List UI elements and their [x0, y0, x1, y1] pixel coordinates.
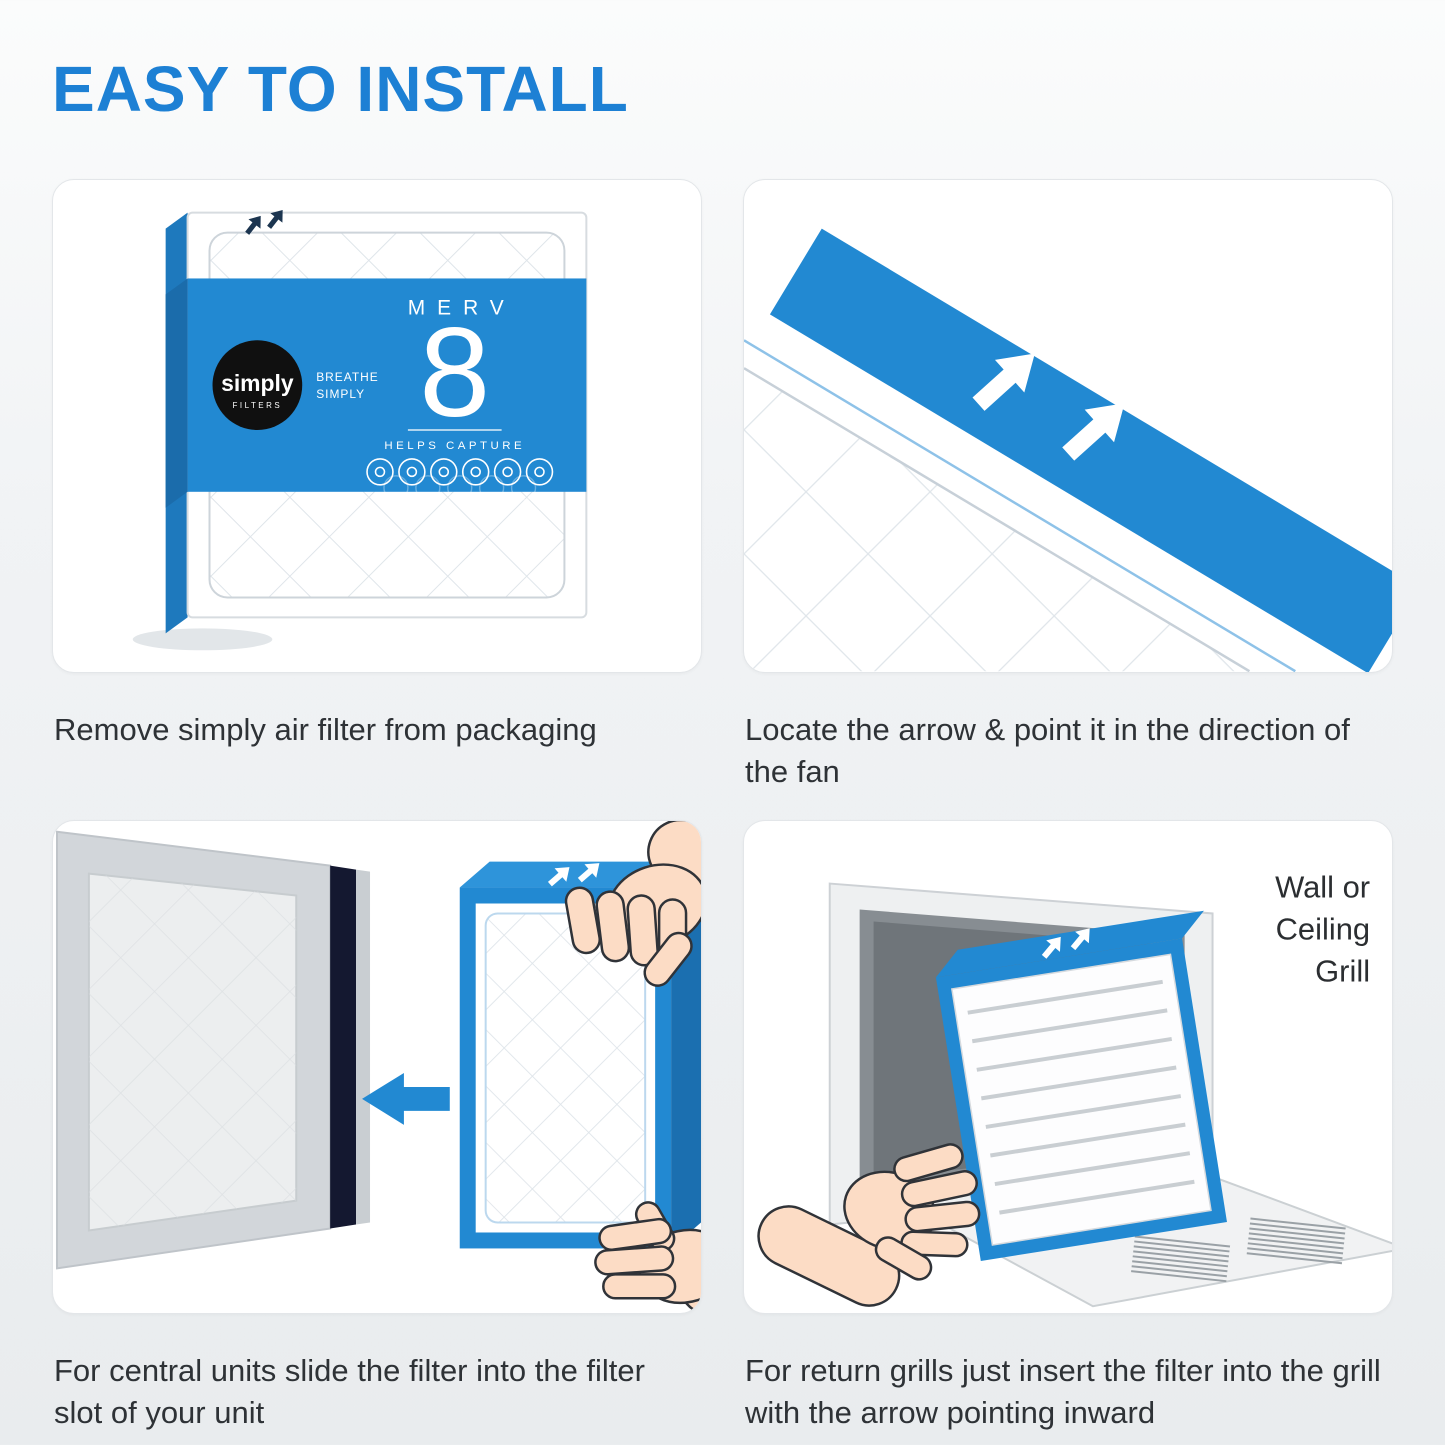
tagline-line2: SIMPLY	[316, 387, 365, 401]
airflow-arrow-icon	[1062, 403, 1125, 461]
filter-slot	[330, 865, 357, 1229]
step-2: Locate the arrow & point it in the direc…	[743, 179, 1393, 820]
airflow-arrow-icon	[267, 210, 283, 230]
step-1: simply FILTERS BREATHE SIMPLY MERV 8 HEL…	[52, 179, 702, 820]
step-3-caption: For central units slide the filter into …	[54, 1353, 645, 1431]
central-unit-illustration	[55, 821, 701, 1314]
step-2-caption: Locate the arrow & point it in the direc…	[745, 712, 1350, 790]
hand-left	[757, 1143, 981, 1307]
airflow-arrow-icon	[577, 863, 600, 883]
hand-top	[564, 821, 701, 988]
filter-media	[484, 912, 647, 1224]
step-3: For central units slide the filter into …	[52, 820, 702, 1445]
package-shadow	[132, 628, 273, 651]
merv-number: 8	[419, 301, 490, 444]
airflow-arrow-icon	[1070, 928, 1090, 951]
filter-top-face	[935, 910, 1204, 978]
arrow-closeup-illustration	[744, 228, 1392, 673]
package-band-spine	[165, 278, 188, 508]
steps-grid: simply FILTERS BREATHE SIMPLY MERV 8 HEL…	[52, 179, 1393, 1445]
brand-sub: FILTERS	[233, 401, 283, 410]
grill-label-line2: Ceiling	[1276, 912, 1370, 947]
air-filter	[935, 910, 1227, 1262]
step-4-caption: For return grills just insert the filter…	[745, 1353, 1381, 1431]
airflow-arrow-icon	[972, 353, 1035, 412]
step-1-caption: Remove simply air filter from packaging	[54, 712, 597, 748]
page-title: EASY TO INSTALL	[52, 53, 629, 125]
vent-grid	[1246, 1217, 1346, 1265]
capture-icons-faint	[383, 475, 537, 501]
frame-inner-line	[744, 339, 1296, 673]
capture-icons	[366, 458, 554, 486]
step-1-card: simply FILTERS BREATHE SIMPLY MERV 8 HEL…	[52, 179, 702, 674]
airflow-arrow-icon	[547, 867, 570, 887]
vent-grid	[1131, 1235, 1231, 1283]
grill-location-label: Wall or Ceiling Grill	[1275, 870, 1370, 989]
tagline-line1: BREATHE	[316, 370, 379, 384]
step-4-card: Wall or Ceiling Grill	[743, 820, 1393, 1315]
grill-label-line1: Wall or	[1275, 870, 1370, 905]
airflow-arrow-icon	[1041, 937, 1061, 959]
grill-label-line3: Grill	[1315, 953, 1370, 988]
step-2-card	[743, 179, 1393, 674]
brand-logo	[212, 340, 303, 431]
louver-lines	[967, 980, 1195, 1215]
pad-edge-line	[744, 367, 1251, 673]
step-4: Wall or Ceiling Grill For return grills …	[743, 820, 1393, 1445]
brand-name: simply	[221, 370, 294, 396]
central-unit	[55, 830, 371, 1270]
capture-label: HELPS CAPTURE	[384, 440, 525, 452]
airflow-arrow-icon	[245, 216, 261, 236]
wall-grill-illustration: Wall or Ceiling Grill	[757, 870, 1392, 1308]
merv-word: MERV	[408, 297, 516, 320]
package-illustration: simply FILTERS BREATHE SIMPLY MERV 8 HEL…	[132, 210, 588, 651]
step-3-card	[52, 820, 702, 1315]
hand-bottom	[594, 1201, 701, 1314]
insert-arrow-icon	[362, 1073, 450, 1126]
